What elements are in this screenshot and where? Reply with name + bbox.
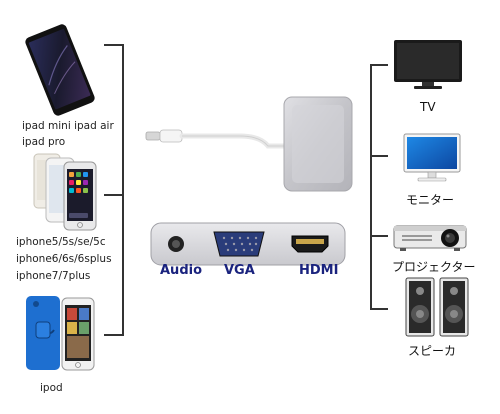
ipod-icon xyxy=(22,292,102,374)
monitor-icon xyxy=(400,130,464,184)
speaker-icon xyxy=(402,276,472,338)
left-bracket-middle xyxy=(104,194,124,196)
port-label-vga: VGA xyxy=(224,263,255,278)
tv-icon xyxy=(392,36,464,92)
port-label-audio: Audio xyxy=(160,263,203,278)
iphone-label-line3: iphone7/7plus xyxy=(16,270,91,282)
left-bracket-bottom xyxy=(104,334,124,336)
right-bracket-tv xyxy=(370,64,388,66)
port-label-hdmi: HDMI xyxy=(299,263,339,278)
iphone-label-line2: iphone6/6s/6splus xyxy=(16,253,112,265)
ipad-icon xyxy=(24,20,96,120)
iphone-label-line1: iphone5/5s/se/5c xyxy=(16,236,106,248)
right-bracket-projector xyxy=(370,235,388,237)
right-bracket-vertical xyxy=(370,64,372,310)
adapter-port-panel xyxy=(150,222,346,266)
projector-label: プロジェクター xyxy=(392,260,476,274)
left-bracket-top xyxy=(104,44,124,46)
adapter-hub xyxy=(282,95,354,193)
projector-icon xyxy=(390,218,470,254)
ipad-label-line1: ipad mini ipad air xyxy=(22,120,114,132)
iphone-icon xyxy=(30,150,100,232)
left-bracket-vertical xyxy=(122,44,124,336)
right-bracket-speaker xyxy=(370,308,388,310)
monitor-label: モニター xyxy=(406,193,455,207)
speaker-label: スピーカ xyxy=(408,344,457,358)
ipad-label-line2: ipad pro xyxy=(22,136,66,148)
tv-label: TV xyxy=(420,100,436,114)
lightning-cable xyxy=(140,120,292,160)
ipod-label: ipod xyxy=(40,382,63,394)
right-bracket-monitor xyxy=(370,155,388,157)
